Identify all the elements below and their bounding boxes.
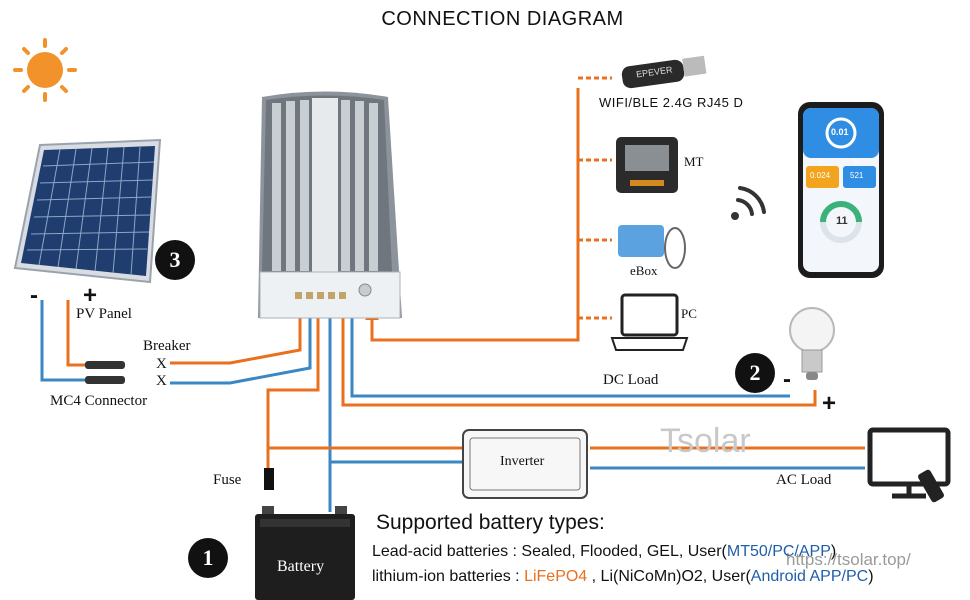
battery-label: Battery [277,558,325,575]
wifi-label: WIFI/BLE 2.4G RJ45 D [599,95,744,110]
phone-tile-4: 11 [853,158,861,165]
lithium-prefix: lithium-ion batteries : [372,568,525,585]
phone-gauge-value: 11 [836,215,848,227]
solar-panel [13,138,162,284]
pv-negative-wire [40,300,85,382]
smartphone [798,102,884,278]
lithium-middle: , Li(NiCoMn)O2, User( [587,568,751,585]
watermark-text: Tsolar [660,422,751,460]
support-lithium-line: lithium-ion batteries : LiFePO4 , Li(NiC… [372,568,874,586]
dc-load-label: DC Load [603,372,659,388]
ac-load-label: AC Load [776,472,832,488]
fuse-icon [264,468,274,490]
lithium-lifepo4: LiFePO4 [524,568,588,585]
mc4-label: MC4 Connector [50,393,148,409]
tv-icon [867,427,951,503]
wireless-signal-icon [731,186,766,220]
mt-meter [616,137,678,193]
diagram-title: CONNECTION DIAGRAM [381,8,624,30]
lithium-tools: Android APP/PC [750,568,869,585]
breaker-x-positive: X [156,356,167,372]
pv-positive-wire [66,300,85,367]
lead-acid-suffix: ) [830,543,837,560]
lead-acid-tools: MT50/PC/APP [726,543,831,560]
lithium-suffix: ) [868,568,874,585]
url-text: https://tsolar.top/ [786,550,911,569]
support-heading: Supported battery types: [376,511,605,534]
breaker-x-negative: X [156,373,167,389]
load-minus-label: - [783,366,791,393]
battery-icon [255,506,355,600]
sun-icon [13,38,77,102]
load-plus-label: + [822,390,837,417]
support-lead-acid-line: Lead-acid batteries : Sealed, Flooded, G… [372,543,836,561]
bulb-icon [789,307,835,380]
breaker-label: Breaker [143,338,191,354]
wifi-dongle [621,55,707,89]
badge-three: 3 [155,240,195,280]
inverter-label: Inverter [500,454,545,469]
phone-tile-2: 521 [850,171,864,180]
pv-plus-label: + [83,282,98,309]
mc4-connector [85,361,125,384]
badge-two: 2 [735,353,775,393]
pv-panel-label: PV Panel [76,306,132,322]
phone-value-1: 0.01 [831,127,849,137]
phone-tile-1: 0.024 [810,171,831,180]
pc-label: PC [681,306,697,321]
pc-laptop [610,293,689,351]
fuse-label: Fuse [213,472,242,488]
ebox-device [618,225,686,269]
badge-one: 1 [188,538,228,578]
charge-controller [258,91,402,319]
mt-label: MT [684,154,704,169]
ebox-label: eBox [630,263,658,278]
phone-tile-3: 3 [819,158,823,165]
pv-minus-label: - [30,282,38,309]
lead-acid-prefix: Lead-acid batteries : Sealed, Flooded, G… [372,543,727,560]
inverter-device [462,429,588,499]
